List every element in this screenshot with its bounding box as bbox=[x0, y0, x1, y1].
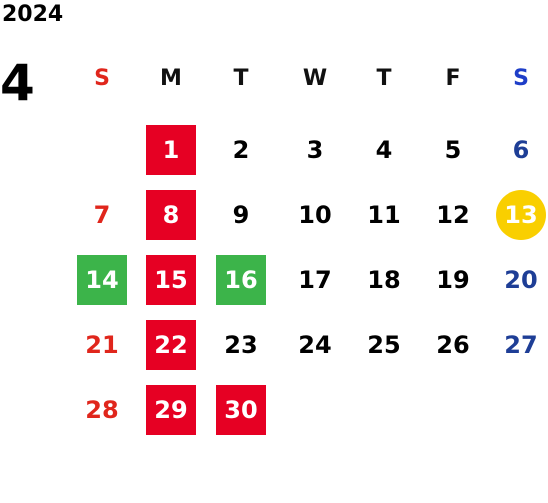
day-cell-27[interactable]: 27 bbox=[504, 331, 538, 359]
day-cell-30[interactable]: 30 bbox=[216, 385, 266, 435]
day-cell-19[interactable]: 19 bbox=[436, 266, 470, 294]
day-cell-15[interactable]: 15 bbox=[146, 255, 196, 305]
weekday-wednesday: W bbox=[302, 66, 328, 91]
day-cell-5[interactable]: 5 bbox=[444, 136, 462, 164]
weekday-tuesday: T bbox=[233, 66, 249, 91]
day-cell-10[interactable]: 10 bbox=[298, 201, 332, 229]
day-cell-7[interactable]: 7 bbox=[93, 201, 111, 229]
calendar-month: 4 bbox=[0, 54, 35, 112]
day-cell-11[interactable]: 11 bbox=[367, 201, 401, 229]
day-cell-25[interactable]: 25 bbox=[367, 331, 401, 359]
day-cell-4[interactable]: 4 bbox=[375, 136, 393, 164]
day-cell-22[interactable]: 22 bbox=[146, 320, 196, 370]
weekday-saturday: S bbox=[513, 66, 529, 91]
day-cell-14[interactable]: 14 bbox=[77, 255, 127, 305]
weekday-thursday: T bbox=[376, 66, 392, 91]
day-cell-29[interactable]: 29 bbox=[146, 385, 196, 435]
day-cell-8[interactable]: 8 bbox=[146, 190, 196, 240]
day-cell-3[interactable]: 3 bbox=[306, 136, 324, 164]
day-cell-17[interactable]: 17 bbox=[298, 266, 332, 294]
day-cell-1[interactable]: 1 bbox=[146, 125, 196, 175]
day-cell-20[interactable]: 20 bbox=[504, 266, 538, 294]
day-cell-26[interactable]: 26 bbox=[436, 331, 470, 359]
weekday-sunday: S bbox=[94, 66, 110, 91]
day-cell-24[interactable]: 24 bbox=[298, 331, 332, 359]
weekday-friday: F bbox=[445, 66, 461, 91]
day-cell-2[interactable]: 2 bbox=[232, 136, 250, 164]
day-cell-12[interactable]: 12 bbox=[436, 201, 470, 229]
day-cell-13[interactable]: 13 bbox=[496, 190, 546, 240]
day-cell-28[interactable]: 28 bbox=[85, 396, 119, 424]
day-cell-6[interactable]: 6 bbox=[512, 136, 530, 164]
day-cell-21[interactable]: 21 bbox=[85, 331, 119, 359]
day-cell-18[interactable]: 18 bbox=[367, 266, 401, 294]
calendar-year: 2024 bbox=[2, 2, 64, 27]
day-cell-9[interactable]: 9 bbox=[232, 201, 250, 229]
weekday-monday: M bbox=[160, 66, 182, 91]
day-cell-23[interactable]: 23 bbox=[224, 331, 258, 359]
day-cell-16[interactable]: 16 bbox=[216, 255, 266, 305]
